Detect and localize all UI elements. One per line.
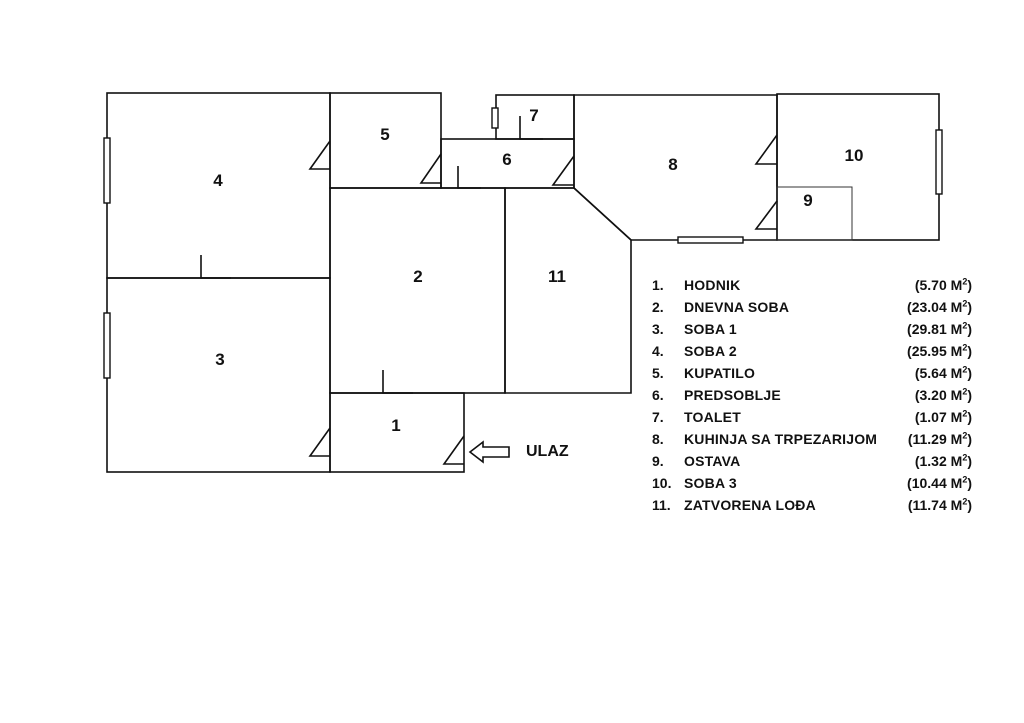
room-2-outline xyxy=(329,187,506,394)
legend-item-number: 7. xyxy=(652,409,664,425)
entry-label: ULAZ xyxy=(526,443,569,460)
legend-item-name: SOBA 1 xyxy=(684,321,737,337)
window-room-10 xyxy=(935,129,943,195)
legend-item-area: (25.95 M2) xyxy=(907,342,972,359)
room-number-2: 2 xyxy=(413,267,422,286)
legend-item-area: (5.70 M2) xyxy=(914,276,972,293)
legend-item-name: HODNIK xyxy=(684,277,741,293)
door-room-3 xyxy=(308,427,331,457)
legend-item: 11. ZATVORENA LOĐA (11.74 M2) xyxy=(652,494,972,516)
door-room-9 xyxy=(754,200,778,230)
legend-item-number: 8. xyxy=(652,431,664,447)
legend-item: 4. SOBA 2 (25.95 M2) xyxy=(652,340,972,362)
room-number-3: 3 xyxy=(215,350,224,369)
legend-item-name: SOBA 2 xyxy=(684,343,737,359)
legend-item-name: KUHINJA SA TRPEZARIJOM xyxy=(684,431,878,447)
legend-item: 9. OSTAVA (1.32 M2) xyxy=(652,450,972,472)
legend-item-name: ZATVORENA LOĐA xyxy=(684,497,816,513)
legend-item-number: 1. xyxy=(652,277,664,293)
legend-item-number: 3. xyxy=(652,321,664,337)
room-number-9: 9 xyxy=(803,191,812,210)
legend-item-number: 4. xyxy=(652,343,664,359)
room-number-11: 11 xyxy=(548,267,566,286)
window-room-4 xyxy=(103,137,111,204)
legend-item-number: 10. xyxy=(652,475,672,491)
legend-item-name: SOBA 3 xyxy=(684,475,737,491)
door-room-8 xyxy=(754,134,778,165)
legend-item-area: (29.81 M2) xyxy=(907,320,972,337)
room-number-4: 4 xyxy=(213,171,223,190)
room-number-7: 7 xyxy=(529,106,538,125)
legend-item: 7. TOALET (1.07 M2) xyxy=(652,406,972,428)
door-room-4-bath xyxy=(308,140,331,170)
legend-item-area: (23.04 M2) xyxy=(907,298,972,315)
legend-item-area: (11.29 M2) xyxy=(907,430,972,447)
legend-item: 2. DNEVNA SOBA (23.04 M2) xyxy=(652,296,972,318)
legend-item-number: 2. xyxy=(652,299,664,315)
legend-item: 5. KUPATILO (5.64 M2) xyxy=(652,362,972,384)
door-room-2 xyxy=(382,370,413,394)
legend-item-area: (10.44 M2) xyxy=(907,474,972,491)
legend-item: 3. SOBA 1 (29.81 M2) xyxy=(652,318,972,340)
legend-item: 8. KUHINJA SA TRPEZARIJOM (11.29 M2) xyxy=(652,428,972,450)
window-room-8 xyxy=(677,236,744,244)
legend-item-number: 11. xyxy=(652,497,671,513)
legend-item-area: (1.07 M2) xyxy=(914,408,972,425)
legend-item-name: PREDSOBLJE xyxy=(684,387,781,403)
window-room-3 xyxy=(103,312,111,379)
room-number-5: 5 xyxy=(380,125,389,144)
room-number-6: 6 xyxy=(502,150,511,169)
legend-item: 10. SOBA 3 (10.44 M2) xyxy=(652,472,972,494)
legend-item-number: 9. xyxy=(652,453,664,469)
room-3-outline xyxy=(106,277,331,473)
door-room-5 xyxy=(419,153,442,184)
legend-item-name: DNEVNA SOBA xyxy=(684,299,790,315)
room-10-outline xyxy=(776,93,940,241)
door-room-6-kitchen xyxy=(551,155,575,186)
legend-item-area: (3.20 M2) xyxy=(914,386,972,403)
room-legend: 1. HODNIK (5.70 M2) 2. DNEVNA SOBA (23.0… xyxy=(652,274,972,516)
legend-item-area: (5.64 M2) xyxy=(914,364,972,381)
legend-item-number: 5. xyxy=(652,365,664,381)
legend-item: 1. HODNIK (5.70 M2) xyxy=(652,274,972,296)
door-room-6 xyxy=(457,166,481,189)
legend-item-name: TOALET xyxy=(684,409,741,425)
room-number-8: 8 xyxy=(668,155,677,174)
legend-item-name: KUPATILO xyxy=(684,365,756,381)
legend-item-name: OSTAVA xyxy=(684,453,741,469)
legend-item: 6. PREDSOBLJE (3.20 M2) xyxy=(652,384,972,406)
entry-arrow-icon xyxy=(468,440,510,464)
door-room-4 xyxy=(200,255,231,279)
legend-item-area: (1.32 M2) xyxy=(914,452,972,469)
door-room-1 xyxy=(442,435,465,465)
room-number-10: 10 xyxy=(845,146,864,165)
window-room-7 xyxy=(491,107,499,129)
door-room-7 xyxy=(519,116,543,140)
legend-item-number: 6. xyxy=(652,387,664,403)
room-number-1: 1 xyxy=(391,416,400,435)
room-11-outline xyxy=(504,187,632,394)
room-9-outline xyxy=(776,186,853,241)
legend-item-area: (11.74 M2) xyxy=(907,496,972,513)
